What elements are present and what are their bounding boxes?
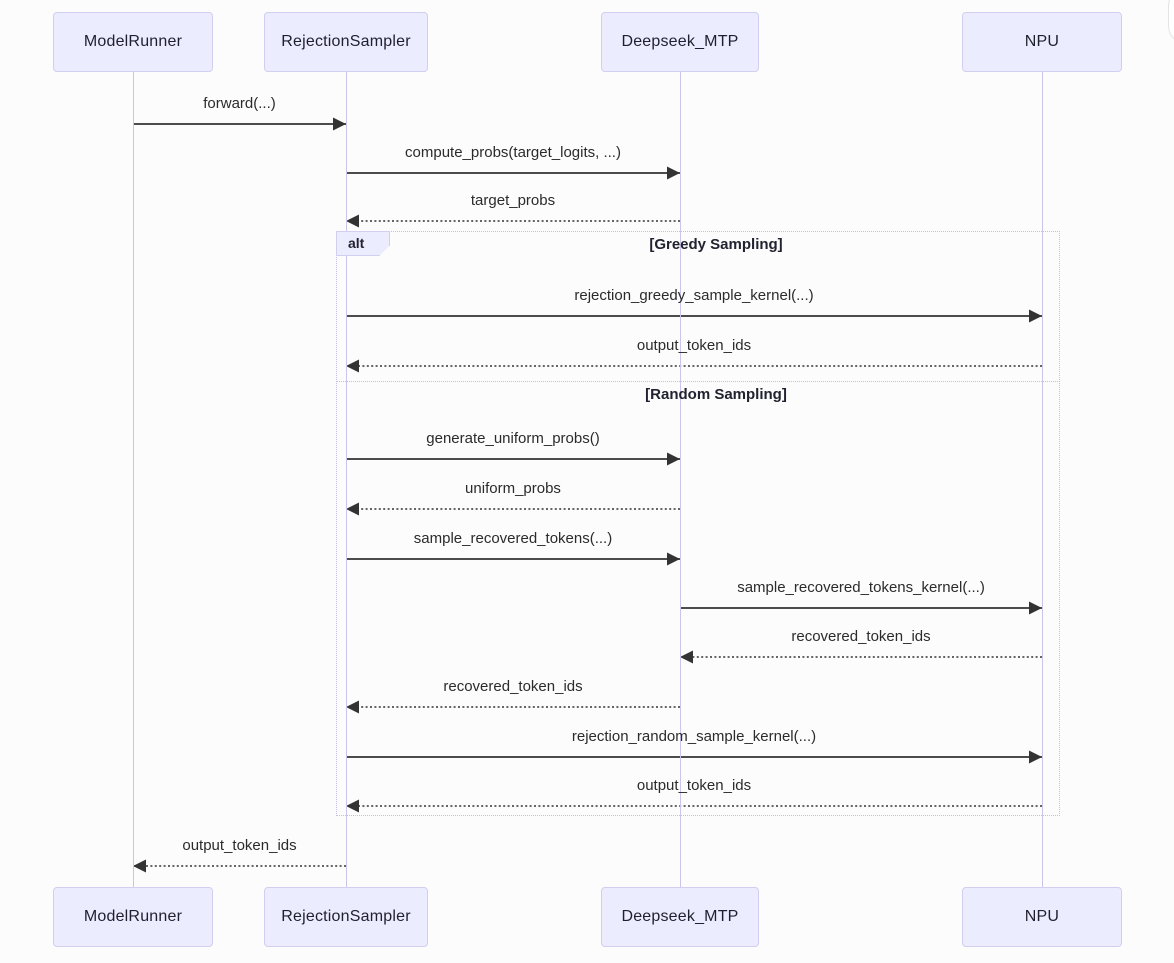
participant-box-bottom-RejectionSampler: RejectionSampler — [264, 887, 428, 947]
participant-label: NPU — [1024, 33, 1060, 50]
lifeline-ModelRunner — [133, 72, 134, 887]
alt-label-box — [336, 231, 390, 256]
message-label: recovered_token_ids — [791, 628, 931, 645]
participant-label: RejectionSampler — [281, 908, 411, 925]
cropped-panel-corner — [1168, 0, 1174, 44]
message-label: output_token_ids — [636, 337, 752, 354]
message-label: compute_probs(target_logits, ...) — [405, 144, 621, 161]
message-label: forward(...) — [203, 95, 276, 112]
participant-label: ModelRunner — [83, 33, 183, 50]
participant-label: RejectionSampler — [281, 33, 411, 50]
lifeline-Deepseek_MTP — [680, 72, 681, 887]
message-label: output_token_ids — [636, 777, 752, 794]
message-label: rejection_random_sample_kernel(...) — [571, 728, 817, 745]
message-label: output_token_ids — [182, 837, 297, 854]
lifeline-RejectionSampler — [346, 72, 347, 887]
participant-box-bottom-NPU: NPU — [962, 887, 1122, 947]
alt-label: alt — [348, 235, 365, 251]
message-label: rejection_greedy_sample_kernel(...) — [574, 287, 814, 304]
participant-box-top-Deepseek_MTP: Deepseek_MTP — [601, 12, 759, 72]
participant-box-top-RejectionSampler: RejectionSampler — [264, 12, 428, 72]
message-label: target_probs — [470, 192, 556, 209]
alt-section-divider — [336, 381, 1060, 382]
message-label: sample_recovered_tokens(...) — [413, 530, 613, 547]
participant-label: ModelRunner — [83, 908, 183, 925]
message-label: recovered_token_ids — [443, 678, 583, 695]
participant-label: Deepseek_MTP — [621, 33, 739, 50]
alt-frame — [336, 231, 1060, 816]
message-label: generate_uniform_probs() — [426, 430, 600, 447]
participant-label: NPU — [1024, 908, 1060, 925]
participant-box-top-ModelRunner: ModelRunner — [53, 12, 213, 72]
participant-label: Deepseek_MTP — [621, 908, 739, 925]
alt-condition-label: [Random Sampling] — [645, 386, 787, 403]
message-label: sample_recovered_tokens_kernel(...) — [737, 579, 985, 596]
alt-condition-label: [Greedy Sampling] — [649, 236, 783, 253]
participant-box-bottom-ModelRunner: ModelRunner — [53, 887, 213, 947]
participant-box-top-NPU: NPU — [962, 12, 1122, 72]
participant-box-bottom-Deepseek_MTP: Deepseek_MTP — [601, 887, 759, 947]
lifeline-NPU — [1042, 72, 1043, 887]
message-label: uniform_probs — [465, 480, 561, 497]
